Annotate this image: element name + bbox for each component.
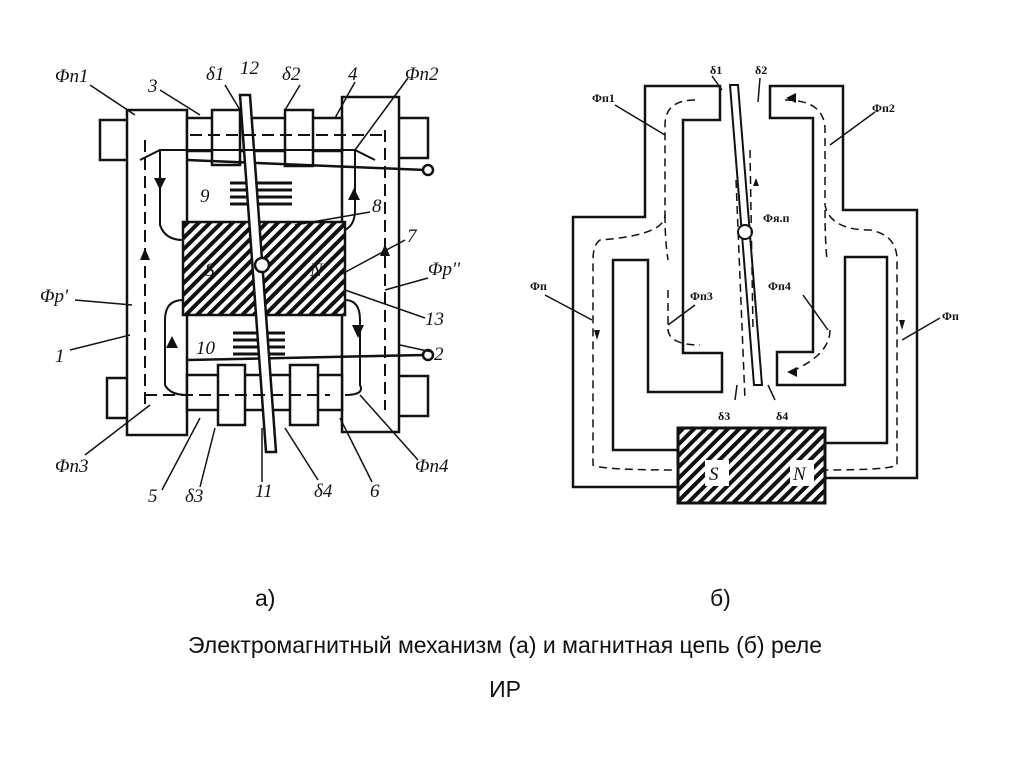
flux-arrows: [594, 93, 905, 377]
arrow-down-icon: [154, 178, 166, 190]
flux-arrows: [140, 178, 390, 348]
terminal-bottom: [421, 348, 435, 362]
label-phi-p4: Φп4: [415, 456, 449, 477]
armature-pivot: [253, 256, 271, 274]
terminal-top: [421, 163, 435, 177]
label-N: N: [792, 464, 807, 485]
arrow-up-icon: [348, 188, 360, 200]
right-top-block: [396, 116, 430, 160]
label-9: 9: [200, 186, 210, 207]
right-bottom-block: [396, 374, 430, 418]
magnetic-circuit-diagram: [544, 75, 941, 505]
label-delta4: δ4: [776, 409, 788, 423]
figure-caption: Электромагнитный механизм (а) и магнитна…: [188, 632, 822, 658]
label-phi-p4: Φп4: [768, 279, 791, 293]
label-11: 11: [255, 481, 273, 502]
label-phi-p3: Φп3: [55, 456, 88, 477]
armature-12: [238, 93, 278, 454]
flux-paths: [139, 130, 386, 410]
arrow-down-icon: [594, 330, 600, 340]
electromagnetic-mechanism-diagram: [69, 77, 435, 491]
label-delta3: δ3: [718, 409, 730, 423]
arrow-left-icon: [787, 367, 797, 377]
left-top-block: [98, 118, 132, 162]
label-phi-r1: Φр': [40, 286, 69, 307]
label-6: 6: [370, 481, 380, 502]
label-8: 8: [372, 196, 382, 217]
label-13: 13: [425, 309, 444, 330]
figure-a-labels: Φп1 3 δ1 12 δ2 4 Φп2 9 8 7 Φр'' S N 13 2…: [40, 58, 461, 507]
label-3: 3: [147, 76, 158, 97]
top-pad-4: [283, 108, 315, 168]
top-pad-3: [210, 108, 242, 167]
arrow-down-icon: [899, 320, 905, 330]
spring-9: [230, 181, 292, 206]
label-phi-p1: Φп1: [592, 91, 615, 105]
label-delta2: δ2: [755, 63, 767, 77]
label-2: 2: [434, 344, 444, 365]
label-phi-p3: Φп3: [690, 289, 713, 303]
label-S: S: [709, 464, 719, 485]
label-delta2: δ2: [282, 64, 301, 85]
figure-caption-line2: ИР: [489, 676, 521, 702]
label-phi-r2: Φр'': [428, 259, 461, 280]
label-delta4: δ4: [314, 481, 333, 502]
subcaption-a: а): [255, 585, 276, 611]
left-pole-1: [125, 108, 189, 437]
label-phi-ya-p: Φя.п: [763, 211, 789, 225]
right-magnetic-core: [768, 84, 919, 480]
label-5: 5: [148, 486, 158, 507]
arrow-up-icon: [140, 248, 150, 260]
arrow-down-icon: [352, 325, 364, 338]
label-delta1: δ1: [206, 64, 224, 85]
label-phi-left: Φп: [530, 279, 547, 293]
label-phi-p2: Φп2: [872, 101, 895, 115]
flux-paths: [592, 99, 898, 471]
label-4: 4: [348, 64, 358, 85]
figure-b-labels: δ1 δ2 Φп1 Φп2 Φя.п Φп3 Φп4 Φп Φп δ3 δ4 S…: [530, 63, 959, 485]
arrow-up-icon: [166, 336, 178, 348]
label-delta1: δ1: [710, 63, 722, 77]
arrow-left-icon: [786, 93, 796, 103]
label-N: N: [309, 260, 324, 281]
arrow-up-icon: [753, 178, 759, 186]
label-phi-p2: Φп2: [405, 64, 439, 85]
leader-lines: [69, 77, 433, 491]
label-delta3: δ3: [185, 486, 203, 507]
label-S: S: [205, 260, 215, 281]
armature-pivot: [737, 224, 753, 240]
label-phi-p1: Φп1: [55, 66, 88, 87]
label-7: 7: [407, 226, 418, 247]
leader-lines: [544, 75, 941, 401]
subcaption-b: б): [710, 585, 731, 611]
right-pole-2: [340, 95, 401, 434]
label-12: 12: [240, 58, 260, 79]
label-phi-right: Φп: [942, 309, 959, 323]
label-1: 1: [55, 346, 65, 367]
label-10: 10: [196, 338, 216, 359]
